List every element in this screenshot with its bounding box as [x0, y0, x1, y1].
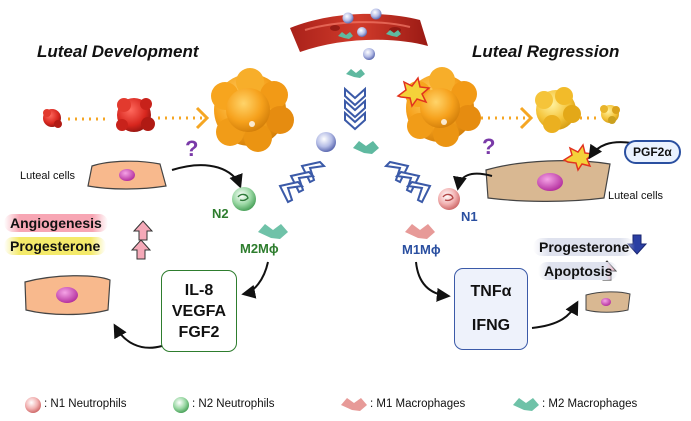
m1-factors-box: TNFα IFNG	[454, 268, 528, 350]
legend-n1: : N1 Neutrophils	[44, 398, 127, 410]
luteal-cell-left	[87, 160, 167, 190]
arrow-box-to-luteal	[113, 323, 163, 349]
m2-factors-box: IL-8 VEGFA FGF2	[161, 270, 237, 352]
arrow-luteal-to-n2	[171, 164, 243, 189]
legend-m1: : M1 Macrophages	[370, 398, 466, 410]
blood-vessel	[290, 8, 428, 52]
m1-macrophage	[405, 224, 435, 239]
question-mark-left: ?	[185, 136, 199, 161]
n2-neutrophil	[232, 187, 256, 211]
label-n2: N2	[212, 206, 229, 221]
angiogenesis-up-arrow	[132, 220, 154, 241]
arrow-m1-to-box	[415, 261, 451, 302]
factor-tnfa: TNFα	[470, 283, 512, 300]
apoptotic-cell	[585, 291, 631, 313]
outcome-angiogenesis: Angiogenesis	[4, 214, 108, 232]
arrow-box-to-apoptosis	[531, 300, 579, 329]
pgf2a-badge: PGF2α	[624, 140, 681, 164]
label-m2: M2Mϕ	[240, 241, 279, 256]
legend-n2: : N2 Neutrophils	[192, 398, 275, 410]
factor-il8: IL-8	[184, 281, 214, 299]
title-luteal-development: Luteal Development	[37, 42, 199, 61]
arrow-m2-to-box	[241, 261, 269, 299]
factor-ifng: IFNG	[471, 317, 511, 334]
factor-fgf2: FGF2	[178, 323, 220, 341]
outcome-progesterone-left: Progesterone	[4, 237, 107, 255]
luteal-cell-bottom-left	[24, 275, 111, 316]
outcome-progesterone-right: Progesterone	[533, 238, 636, 256]
migrating-neutrophil	[363, 48, 375, 60]
follicle-development-row	[43, 68, 294, 152]
factor-vegfa: VEGFA	[171, 302, 227, 320]
label-luteal-cells-right: Luteal cells	[608, 190, 664, 202]
center-chevrons	[344, 86, 366, 131]
regression-row	[396, 67, 620, 147]
question-mark-right: ?	[482, 134, 496, 159]
chevrons-left	[278, 160, 327, 204]
center-macrophage	[353, 141, 379, 154]
arrow-luteal-to-n1	[452, 172, 493, 191]
title-luteal-regression: Luteal Regression	[472, 42, 620, 61]
chevrons-right	[383, 160, 432, 204]
n1-neutrophil	[438, 188, 460, 210]
outcome-apoptosis: Apoptosis	[538, 262, 619, 280]
center-neutrophil	[316, 132, 336, 152]
migrating-macrophage	[346, 69, 365, 78]
label-n1: N1	[461, 209, 478, 224]
legend-m2: : M2 Macrophages	[542, 398, 638, 410]
label-luteal-cells-left: Luteal cells	[20, 170, 76, 182]
label-m1: M1Mϕ	[402, 242, 441, 257]
luteal-cell-right	[485, 143, 611, 202]
m2-macrophage	[258, 224, 288, 239]
progesterone-up-arrow	[130, 239, 152, 260]
legend-icons	[25, 397, 539, 413]
